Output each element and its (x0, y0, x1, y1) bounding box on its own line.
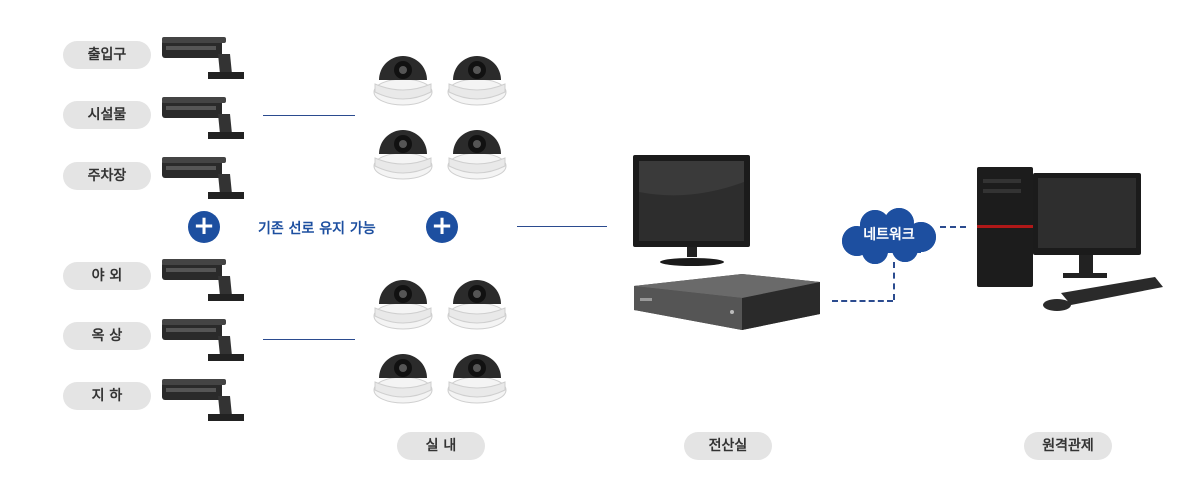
dome-camera-icon (447, 280, 507, 330)
label-facility: 시설물 (63, 101, 151, 129)
monitor-icon (633, 155, 750, 266)
network-dashed-line (832, 300, 893, 302)
dome-camera-icon (373, 130, 433, 180)
network-label: 네트워크 (863, 227, 915, 243)
label-entrance: 출입구 (63, 41, 151, 69)
plus-icon: + (426, 211, 458, 243)
label-remote-monitoring: 원격관제 (1024, 432, 1112, 460)
label-basement: 지 하 (63, 382, 151, 410)
network-dashed-line (893, 262, 895, 300)
dome-camera-icon (447, 130, 507, 180)
connector-line (517, 226, 607, 227)
label-server-room: 전산실 (684, 432, 772, 460)
desktop-pc-icon (977, 167, 1163, 311)
network-dashed-line (940, 226, 966, 228)
dome-camera-icon (447, 354, 507, 404)
dome-camera-icon (447, 56, 507, 106)
bullet-camera-icon (162, 37, 244, 79)
bullet-camera-icon (162, 259, 244, 301)
dome-camera-icon (373, 280, 433, 330)
nvr-recorder-icon (634, 274, 820, 330)
label-rooftop: 옥 상 (63, 322, 151, 350)
bullet-camera-icon (162, 319, 244, 361)
bullet-camera-icon (162, 379, 244, 421)
dome-camera-icon (373, 56, 433, 106)
keep-wiring-text: 기존 선로 유지 가능 (258, 221, 376, 237)
connector-line (263, 115, 355, 116)
label-indoor: 실 내 (397, 432, 485, 460)
label-outdoor: 야 외 (63, 262, 151, 290)
dome-camera-icon (373, 354, 433, 404)
network-cloud-icon (840, 206, 938, 266)
bullet-camera-icon (162, 157, 244, 199)
bullet-camera-icon (162, 97, 244, 139)
plus-icon: + (188, 211, 220, 243)
connector-line (263, 339, 355, 340)
label-parking: 주차장 (63, 162, 151, 190)
